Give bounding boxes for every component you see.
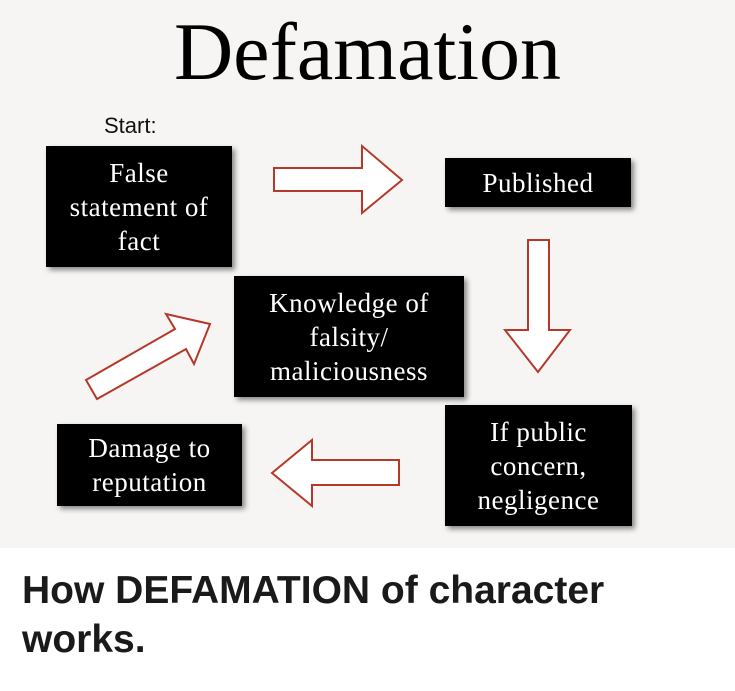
post-caption: How DEFAMATION of character works. (22, 569, 605, 661)
diagram-title: Defamation (173, 6, 562, 97)
arrows-layer (84, 143, 573, 509)
step-published: Published (445, 158, 631, 207)
step-knowledge-of-falsity: Knowledge of falsity/ maliciousness (234, 276, 464, 397)
arrow-right-icon (273, 143, 404, 216)
arrow-down-icon (502, 239, 573, 374)
start-label: Start: (104, 113, 157, 138)
step-damage-to-reputation: Damage to reputation (57, 424, 242, 506)
defamation-diagram: Defamation Start: False statement of fac… (0, 0, 735, 548)
step-public-concern-negligence: If public concern, negligence (445, 405, 632, 526)
arrow-up-right-icon (84, 312, 212, 401)
step-false-statement: False statement of fact (46, 146, 232, 267)
arrow-left-icon (270, 437, 400, 509)
